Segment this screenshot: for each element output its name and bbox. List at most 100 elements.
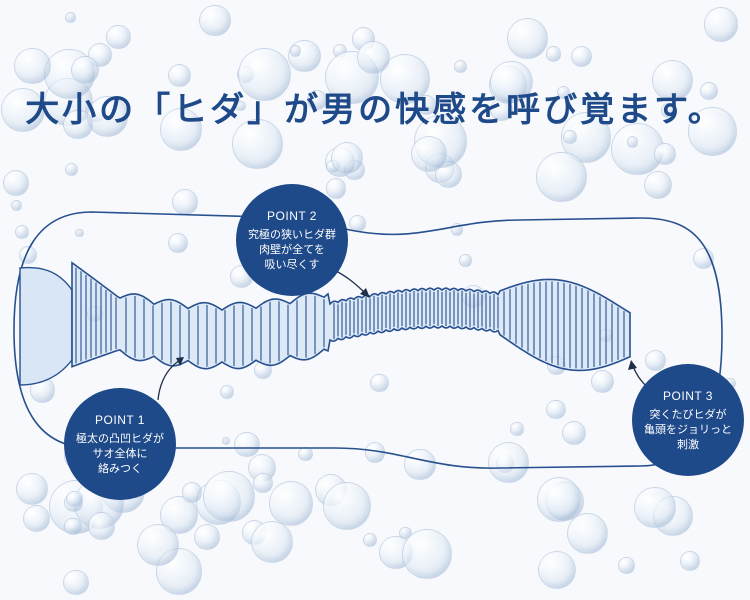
bubble [10, 199, 23, 211]
point-2-line-1: 究極の狭いヒダ群 [248, 227, 336, 241]
point-1-line-2: サオ全体に [92, 446, 148, 460]
bubble [546, 399, 566, 420]
bubble [234, 431, 261, 458]
bubble [490, 60, 533, 104]
bubble [590, 369, 614, 393]
bubble [159, 108, 203, 151]
bubble [235, 100, 247, 112]
product-outline [13, 211, 723, 469]
point-3-title: POINT 3 [663, 388, 713, 403]
bubble [645, 350, 666, 372]
bubble [330, 141, 364, 175]
bubble [688, 107, 737, 156]
bubble [537, 550, 576, 590]
bubble [62, 109, 93, 140]
bubble [459, 254, 472, 267]
bubble [16, 473, 49, 505]
bubble [411, 136, 448, 173]
bubble [618, 557, 635, 574]
bubble [660, 103, 676, 118]
point-2-title: POINT 2 [267, 208, 317, 223]
point-2-line-3: 吸い尽くす [264, 257, 320, 271]
bubble [402, 528, 453, 579]
bubble [250, 520, 294, 564]
bubble [703, 7, 739, 42]
bubble [75, 228, 84, 238]
bubble [307, 90, 328, 111]
point-1-line-3: 絡みつく [98, 461, 142, 475]
bubble [193, 523, 220, 550]
bubble [563, 130, 577, 144]
bubble [652, 60, 693, 101]
bubble [252, 472, 273, 493]
bubble [168, 233, 189, 254]
bubble [506, 18, 548, 60]
bubble [237, 47, 291, 101]
bubble [370, 373, 389, 393]
bubble [106, 24, 131, 50]
bubble [64, 163, 78, 177]
bubble [290, 45, 302, 57]
bubble [567, 513, 609, 555]
bubble [298, 446, 313, 462]
bubble [87, 512, 115, 540]
bubble [221, 436, 231, 445]
point-1-badge: POINT 1 極太の凸凹ヒダが サオ全体に 絡みつく [64, 388, 176, 500]
point-3-badge: POINT 3 突くたびヒダが 亀頭をジョリっと 刺激 [632, 364, 744, 476]
bubble [66, 490, 83, 507]
point-2-line-2: 肉壁が全てを [259, 242, 325, 256]
bubble [155, 548, 203, 595]
point-3-line-1: 突くたびヒダが [649, 407, 727, 421]
bubble [416, 95, 437, 115]
bubble [268, 480, 314, 526]
bubble [362, 533, 377, 548]
arrowhead-point-3 [628, 360, 637, 370]
bubble [545, 45, 562, 62]
inner-ribs [75, 267, 625, 369]
leader-point-1 [157, 359, 181, 401]
bubble [219, 385, 235, 400]
inner-canal [71, 261, 631, 372]
bubble [64, 517, 82, 535]
entry-funnel [19, 266, 73, 386]
bubble [86, 95, 128, 137]
bubble [232, 118, 284, 170]
bubble [634, 486, 677, 529]
bubble [488, 441, 530, 484]
point-3-line-3: 刺激 [677, 437, 699, 451]
bubble [181, 482, 203, 504]
bubble [199, 4, 231, 37]
bubble [654, 142, 677, 165]
bubble [680, 550, 701, 571]
bubble [536, 477, 582, 522]
bubble [0, 87, 46, 133]
bubble [557, 86, 571, 100]
bubble [340, 93, 351, 104]
bubble [14, 47, 51, 84]
point-2-badge: POINT 2 究極の狭いヒダ群 肉壁が全てを 吸い尽くす [236, 184, 348, 296]
bubble [626, 136, 638, 148]
bubble [326, 178, 347, 199]
bubble [510, 422, 524, 436]
point-1-line-1: 極太の凸凹ヒダが [76, 431, 164, 445]
bubble [203, 470, 255, 523]
bubble [699, 81, 718, 101]
bubble [167, 63, 191, 87]
bubble [323, 481, 372, 530]
bubble [137, 523, 180, 566]
bubble [404, 448, 436, 481]
bubble [570, 45, 592, 67]
bubble [23, 504, 51, 532]
bubble [71, 55, 100, 85]
bubble [535, 151, 587, 203]
bubble [65, 12, 77, 24]
bubble [14, 225, 29, 240]
arrowhead-point-2 [360, 288, 370, 298]
bubble [453, 60, 467, 74]
bubble [3, 170, 30, 197]
bubble [643, 170, 672, 200]
point-1-title: POINT 1 [95, 412, 145, 427]
arrowhead-point-1 [176, 357, 184, 366]
bubble [356, 40, 391, 74]
